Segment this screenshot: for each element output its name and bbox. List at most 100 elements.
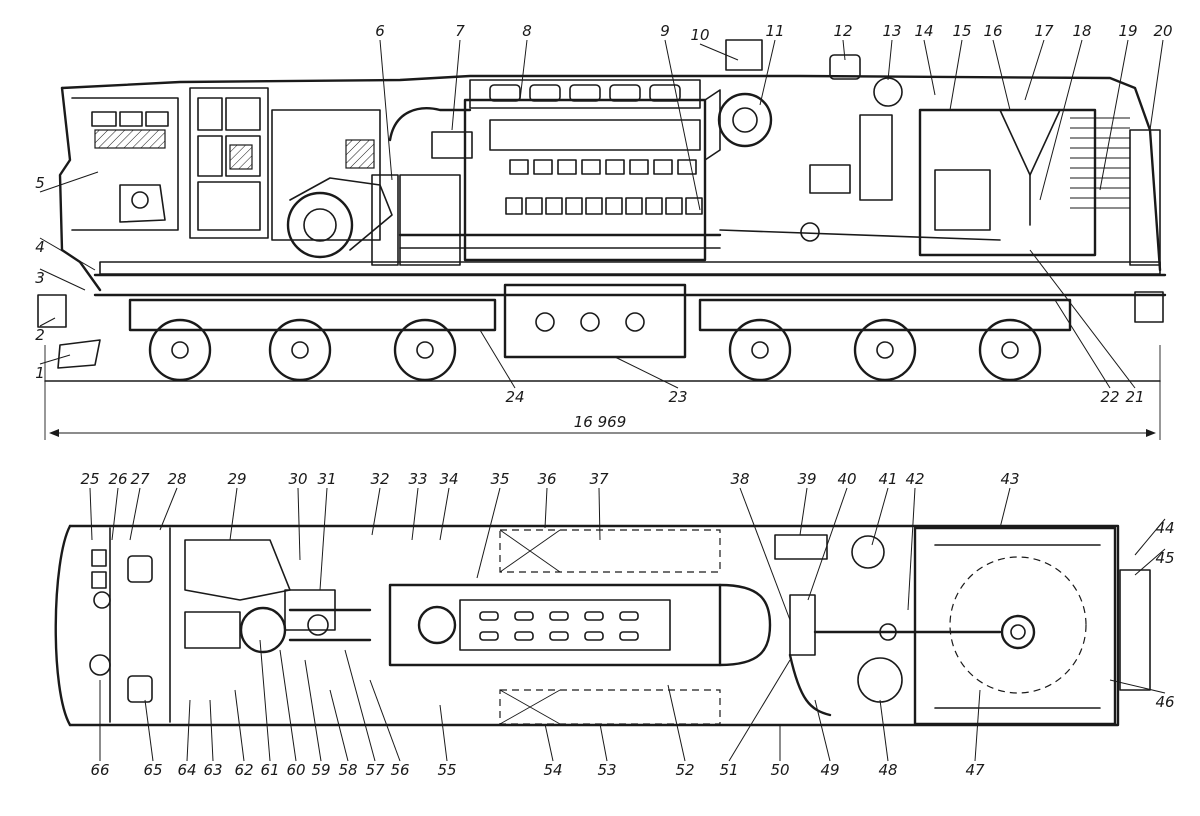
callout-19: 19	[1118, 22, 1137, 40]
callout-leader-21	[1029, 249, 1136, 389]
callout-46: 46	[1155, 693, 1174, 711]
callout-leader-6	[379, 39, 393, 181]
callout-leader-48	[879, 699, 889, 762]
callout-50: 50	[770, 761, 789, 779]
callout-16: 16	[983, 22, 1002, 40]
callout-leader-65	[144, 699, 154, 762]
callout-leader-12	[842, 39, 846, 61]
callout-leader-18	[1039, 39, 1083, 201]
callout-58: 58	[338, 761, 357, 779]
callout-52: 52	[675, 761, 694, 779]
callout-17: 17	[1034, 22, 1054, 40]
callout-leader-62	[234, 689, 245, 762]
callout-leader-44	[1134, 518, 1166, 556]
callout-27: 27	[130, 470, 150, 488]
callout-14: 14	[914, 22, 933, 40]
callout-leader-40	[807, 487, 848, 601]
callout-leader-35	[476, 487, 501, 579]
callout-4: 4	[35, 238, 45, 256]
callout-41: 41	[878, 470, 897, 488]
callout-leader-11	[759, 39, 776, 106]
callout-60: 60	[286, 761, 305, 779]
callout-leader-36	[544, 487, 548, 529]
plan-view	[54, 524, 1151, 727]
callout-leader-52	[667, 684, 686, 762]
callout-leader-19	[1099, 39, 1129, 191]
callout-leader-49	[814, 699, 831, 762]
callout-leader-4	[39, 237, 96, 271]
callout-15: 15	[952, 22, 971, 40]
callout-18: 18	[1072, 22, 1091, 40]
callout-38: 38	[730, 470, 749, 488]
callout-leader-56	[369, 679, 401, 762]
callout-56: 56	[390, 761, 409, 779]
callout-leader-25	[89, 487, 93, 541]
callout-leader-37	[598, 487, 601, 541]
callout-leader-61	[259, 639, 271, 762]
callout-8: 8	[522, 22, 532, 40]
callout-leader-5	[39, 171, 99, 193]
callout-leader-60	[279, 649, 297, 762]
callout-leader-26	[111, 487, 119, 541]
callout-35: 35	[490, 470, 509, 488]
callout-leader-22	[1054, 299, 1111, 389]
callout-leader-8	[519, 39, 528, 101]
plan-cylinder-slots	[479, 611, 639, 641]
callout-leader-16	[992, 39, 1011, 111]
callout-63: 63	[203, 761, 222, 779]
callout-6: 6	[375, 22, 385, 40]
callout-12: 12	[833, 22, 852, 40]
callout-5: 5	[35, 174, 45, 192]
overall-length-label: 16 969	[574, 413, 627, 431]
callout-7: 7	[455, 22, 465, 40]
front-bogie	[128, 298, 497, 382]
callout-leader-59	[304, 659, 322, 762]
callout-2: 2	[35, 326, 45, 344]
callout-leader-51	[728, 659, 791, 762]
callout-36: 36	[537, 470, 556, 488]
callout-47: 47	[965, 761, 985, 779]
callout-leader-20	[1149, 39, 1164, 131]
callout-53: 53	[597, 761, 616, 779]
callout-13: 13	[882, 22, 901, 40]
callout-leader-32	[371, 487, 381, 536]
callout-leader-28	[159, 487, 178, 531]
callout-leader-1	[39, 354, 71, 365]
callout-9: 9	[660, 22, 670, 40]
callout-61: 61	[260, 761, 279, 779]
callout-20: 20	[1153, 22, 1172, 40]
callout-34: 34	[439, 470, 458, 488]
callout-23: 23	[668, 388, 687, 406]
callout-62: 62	[234, 761, 253, 779]
callout-26: 26	[108, 470, 127, 488]
callout-leader-3	[39, 268, 86, 291]
callout-49: 49	[820, 761, 839, 779]
callout-59: 59	[311, 761, 330, 779]
callout-leader-55	[439, 704, 448, 762]
overall-length-dimension: 16 969	[44, 345, 1161, 440]
callout-28: 28	[167, 470, 186, 488]
callout-51: 51	[719, 761, 738, 779]
callout-leader-63	[209, 699, 214, 762]
callout-43: 43	[1000, 470, 1019, 488]
callout-leader-42	[907, 487, 916, 611]
callout-40: 40	[837, 470, 856, 488]
callout-31: 31	[317, 470, 336, 488]
side-elevation	[37, 39, 1167, 382]
callout-leader-17	[1024, 39, 1045, 101]
callout-leader-23	[614, 356, 679, 389]
callout-1: 1	[35, 364, 45, 382]
callout-leader-31	[319, 487, 328, 591]
callout-21: 21	[1125, 388, 1144, 406]
callout-54: 54	[543, 761, 562, 779]
engine-lower-row	[505, 197, 703, 215]
callout-25: 25	[80, 470, 99, 488]
callout-leader-46	[1109, 679, 1166, 694]
callout-leader-34	[439, 487, 450, 541]
callout-leader-29	[229, 487, 238, 541]
callout-24: 24	[505, 388, 524, 406]
callout-44: 44	[1155, 519, 1174, 537]
